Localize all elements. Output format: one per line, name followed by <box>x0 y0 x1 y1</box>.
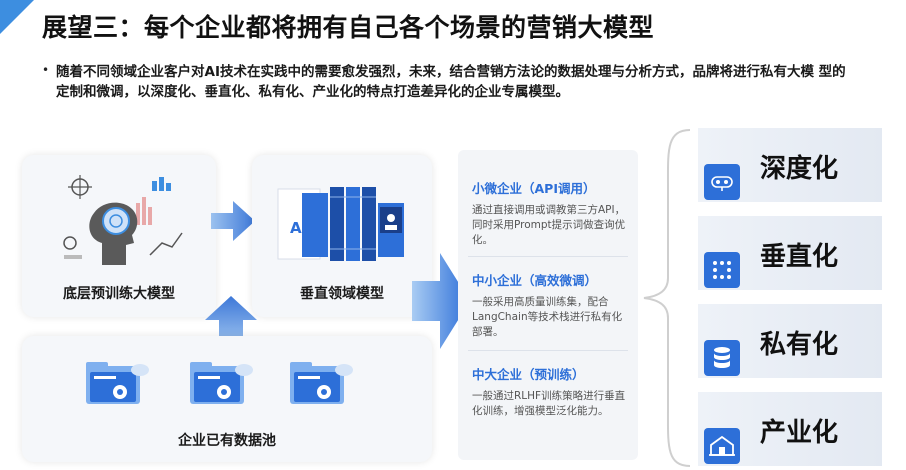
arrow-up-icon <box>205 296 257 344</box>
divider <box>468 256 628 257</box>
enterprise-type-heading: 中小企业（高效微调） <box>472 273 598 288</box>
enterprise-type-text: 通过直接调用或调教第三方API，同时采用Prompt提示词做查询优化。 <box>472 204 626 246</box>
brace-connector <box>643 129 691 467</box>
database-icon <box>704 340 740 376</box>
vertical-model-illustration-icon <box>277 187 404 261</box>
data-folder-icon <box>290 362 353 404</box>
data-pool-label: 企业已有数据池 <box>178 433 276 449</box>
arrow-right-large-icon <box>412 253 470 349</box>
enterprise-type-heading: 小微企业（API调用） <box>472 181 596 196</box>
divider <box>468 350 628 351</box>
page-title: 展望三：每个企业都将拥有自己各个场景的营销大模型 <box>42 13 655 42</box>
feature-tag-depth: 深度化 <box>698 128 882 202</box>
enterprise-type-medium: 中小企业（高效微调） 一般采用高质量训练集，配合LangChain等技术栈进行私… <box>472 270 632 340</box>
vertical-ai-text: AI <box>290 219 308 237</box>
nodes-icon <box>704 252 740 288</box>
corner-decoration <box>0 0 34 34</box>
enterprise-types-card: 小微企业（API调用） 通过直接调用或调教第三方API，同时采用Prompt提示… <box>458 150 638 460</box>
enterprise-type-large: 中大企业（预训练） 一般通过RLHF训练策略进行垂直化训练，增强模型泛化能力。 <box>472 364 632 419</box>
data-folder-icon <box>86 362 149 404</box>
vertical-model-panel: AI 垂直领域模型 <box>252 155 432 317</box>
intro-text: 随着不同领域企业客户对AI技术在实践中的需要愈发强烈，未来，结合营销方法论的数据… <box>56 64 846 100</box>
factory-icon <box>704 428 740 464</box>
feature-label: 垂直化 <box>760 242 839 272</box>
feature-tag-vertical: 垂直化 <box>698 216 882 290</box>
data-folder-icon <box>190 362 253 404</box>
base-model-panel: 底层预训练大模型 <box>22 155 216 317</box>
feature-tag-private: 私有化 <box>698 304 882 378</box>
enterprise-type-small: 小微企业（API调用） 通过直接调用或调教第三方API，同时采用Prompt提示… <box>472 178 632 248</box>
base-model-label: 底层预训练大模型 <box>63 286 175 302</box>
arrow-right-icon <box>211 201 255 241</box>
brain-illustration-icon <box>63 175 183 265</box>
enterprise-type-text: 一般通过RLHF训练策略进行垂直化训练，增强模型泛化能力。 <box>472 390 626 417</box>
robot-icon <box>704 164 740 200</box>
feature-tag-industrial: 产业化 <box>698 392 882 466</box>
feature-label: 深度化 <box>760 154 839 184</box>
enterprise-type-text: 一般采用高质量训练集，配合LangChain等技术栈进行私有化部署。 <box>472 296 623 338</box>
bullet-marker: • <box>42 63 50 77</box>
vertical-model-label: 垂直领域模型 <box>300 286 384 302</box>
data-pool-panel: 企业已有数据池 <box>22 336 432 462</box>
feature-label: 私有化 <box>760 330 839 360</box>
feature-label: 产业化 <box>760 418 839 448</box>
enterprise-type-heading: 中大企业（预训练） <box>472 367 585 382</box>
